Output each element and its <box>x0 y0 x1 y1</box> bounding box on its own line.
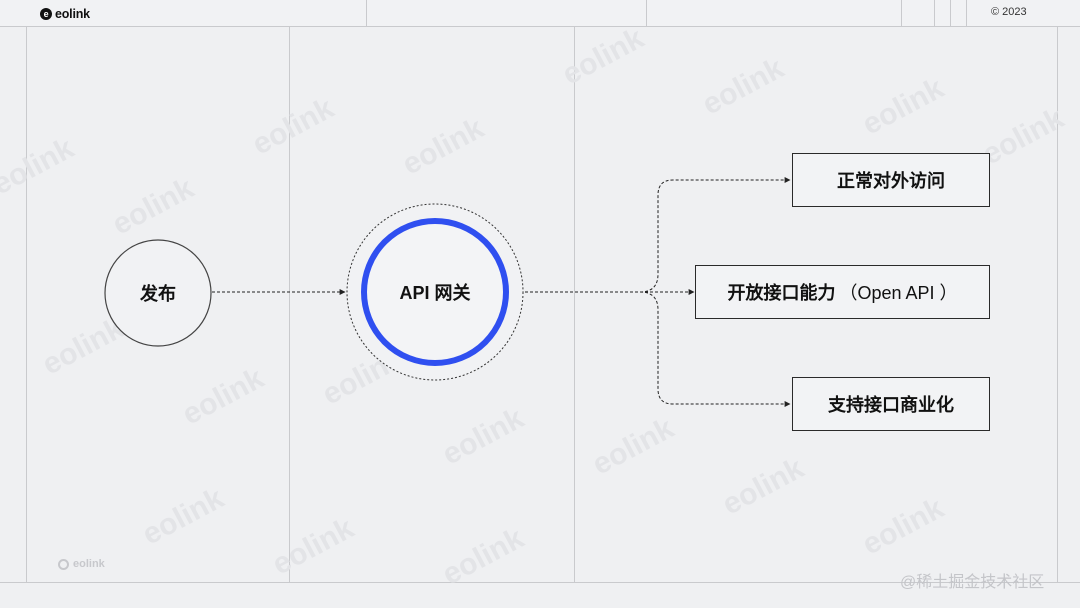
bottom-divider <box>0 582 1080 583</box>
target-box-public-access: 正常对外访问 <box>792 153 990 207</box>
brand-logo: e eolink <box>40 6 90 22</box>
footer-logo-text: eolink <box>73 558 105 570</box>
topbar-divider <box>901 0 902 26</box>
gateway-node-label: API 网关 <box>399 283 471 303</box>
panel-divider <box>574 26 575 582</box>
footer-logo: eolink <box>58 558 105 570</box>
target-label-suffix: （Open API ） <box>839 283 958 303</box>
eolink-logo-icon: e <box>40 8 52 20</box>
topbar-divider <box>966 0 967 26</box>
connector-branch <box>525 177 791 293</box>
target-label: 正常对外访问 <box>837 171 945 191</box>
panel-divider <box>1057 26 1058 582</box>
panel-divider <box>26 26 27 582</box>
topbar-divider <box>950 0 951 26</box>
panel-divider <box>289 26 290 582</box>
copyright-text: © 2023 <box>991 6 1027 18</box>
target-label: 开放接口能力 <box>727 283 836 303</box>
source-node-circle <box>104 239 212 347</box>
target-box-commercialization: 支持接口商业化 <box>792 377 990 431</box>
connector-to-commercialization <box>639 291 791 407</box>
topbar-divider <box>366 0 367 26</box>
gateway-ring <box>361 218 509 366</box>
eolink-footer-icon <box>58 558 69 570</box>
target-box-open-api: 开放接口能力（Open API ） <box>695 265 990 319</box>
brand-logo-text: eolink <box>55 7 90 21</box>
source-node-label: 发布 <box>140 284 176 304</box>
source-credit: @稀土掘金技术社区 <box>900 574 1045 591</box>
topbar-divider <box>934 0 935 26</box>
target-label: 支持接口商业化 <box>828 395 954 415</box>
top-bar: e eolink © 2023 <box>0 0 1080 27</box>
topbar-divider <box>646 0 647 26</box>
